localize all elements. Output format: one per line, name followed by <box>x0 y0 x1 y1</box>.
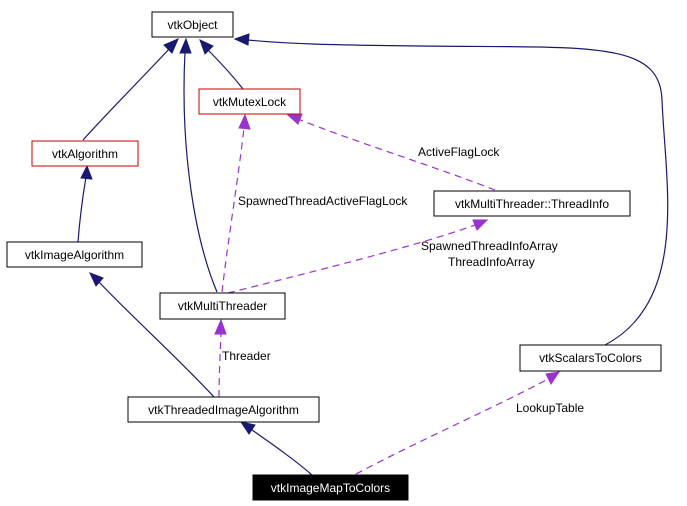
edge-mutexlock-to-object <box>207 49 244 90</box>
arrowhead-icon <box>89 272 104 287</box>
edge-mapto-to-threaded <box>251 429 313 476</box>
label-spawnedthreadactiveflaglock: SpawnedThreadActiveFlagLock <box>238 194 408 208</box>
node-label: vtkThreadedImageAlgorithm <box>148 403 299 417</box>
node-vtkalgorithm[interactable]: vtkAlgorithm <box>31 140 139 167</box>
edge-threadinfo-to-mutexlock <box>297 118 496 191</box>
node-vtkmultithreader[interactable]: vtkMultiThreader <box>159 292 286 320</box>
node-label: vtkMultiThreader <box>178 299 267 313</box>
arrowhead-icon <box>545 371 561 385</box>
arrowhead-icon <box>179 37 192 54</box>
node-vtkthreadedimagealgorithm[interactable]: vtkThreadedImageAlgorithm <box>127 396 320 423</box>
arrowhead-icon <box>163 38 179 54</box>
inheritance-edges <box>77 33 669 476</box>
edge-mapto-to-scalarstocolors <box>355 378 549 475</box>
label-threader: Threader <box>222 349 271 363</box>
edge-multithreader-to-threadinfo <box>227 224 476 294</box>
label-activeflaglock: ActiveFlagLock <box>418 145 500 159</box>
node-label: vtkObject <box>167 18 218 32</box>
node-vtkmultithreader-threadinfo[interactable]: vtkMultiThreader::ThreadInfo <box>433 190 631 217</box>
arrowhead-icon <box>80 164 93 180</box>
node-vtkscalarstocolors[interactable]: vtkScalarsToColors <box>519 344 662 372</box>
label-threadinfoarray: ThreadInfoArray <box>448 255 535 269</box>
arrowhead-icon <box>286 113 303 125</box>
node-label: vtkScalarsToColors <box>539 351 642 365</box>
arrowhead-icon <box>472 219 489 231</box>
node-vtkimagealgorithm[interactable]: vtkImageAlgorithm <box>6 241 143 268</box>
edge-imagealgorithm-to-algorithm <box>77 176 87 243</box>
node-vtkmutexlock[interactable]: vtkMutexLock <box>198 88 301 115</box>
edge-scalarstocolors-to-object <box>247 39 669 346</box>
arrowhead-icon <box>238 113 251 130</box>
edge-algorithm-to-object <box>82 47 171 141</box>
edge-multithreader-to-mutexlock <box>221 127 245 293</box>
node-vtkimagemaptocolors[interactable]: vtkImageMapToColors <box>252 474 409 501</box>
arrowhead-icon <box>233 33 250 46</box>
node-vtkobject[interactable]: vtkObject <box>151 11 234 38</box>
arrowhead-icon <box>199 39 214 55</box>
node-label: vtkImageMapToColors <box>271 481 390 495</box>
edge-multithreader-to-object <box>183 51 218 293</box>
arrowhead-icon <box>239 421 256 435</box>
edge-threaded-to-imagealgorithm <box>98 281 215 398</box>
usage-edges <box>214 113 561 475</box>
edge-labels: ActiveFlagLock SpawnedThreadActiveFlagLo… <box>222 145 584 415</box>
node-label: vtkMutexLock <box>213 95 287 109</box>
label-spawnedthreadinfoarray: SpawnedThreadInfoArray <box>421 239 558 253</box>
arrowhead-icon <box>214 318 227 335</box>
label-lookuptable: LookupTable <box>516 401 584 415</box>
edge-threaded-to-multithreader <box>218 332 222 398</box>
node-label: vtkAlgorithm <box>52 147 118 161</box>
node-label: vtkImageAlgorithm <box>25 248 124 262</box>
node-label: vtkMultiThreader::ThreadInfo <box>455 197 609 211</box>
